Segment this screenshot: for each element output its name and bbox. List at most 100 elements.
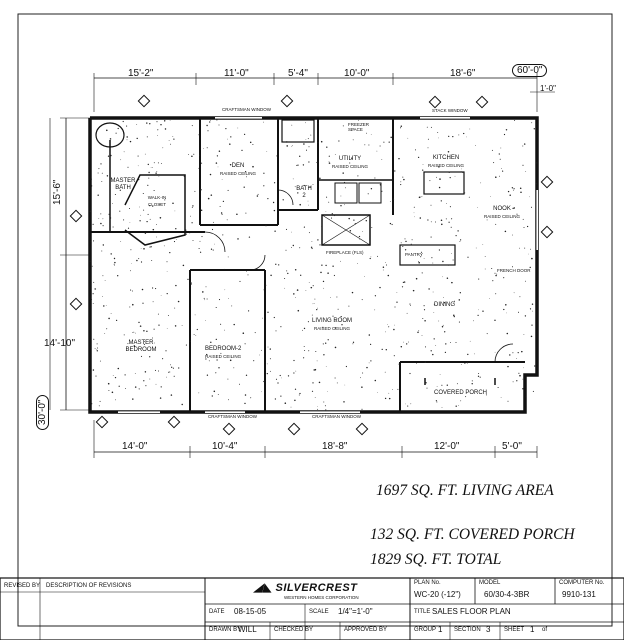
scan-speck — [374, 295, 377, 297]
scan-speck — [216, 119, 218, 121]
scan-speck — [168, 140, 170, 141]
scan-speck — [265, 224, 267, 227]
scan-speck — [169, 120, 171, 122]
scan-speck — [402, 281, 405, 284]
scan-speck — [160, 124, 162, 126]
scan-speck — [159, 203, 161, 205]
scan-speck — [236, 213, 238, 215]
scan-speck — [384, 371, 386, 373]
scan-speck — [511, 266, 514, 268]
scan-speck — [297, 309, 300, 312]
room-utility-name: UTILITY — [338, 156, 362, 162]
scan-speck — [140, 355, 143, 357]
scan-speck — [107, 155, 110, 157]
dim-right-offset: 1'-0" — [540, 84, 556, 93]
scan-speck — [400, 127, 402, 129]
scan-speck — [421, 334, 423, 336]
scan-speck — [362, 231, 364, 232]
scan-speck — [497, 386, 499, 389]
scan-speck — [397, 388, 399, 390]
scan-speck — [210, 194, 213, 196]
room-utility-ceiling: RAISED CEILING — [332, 164, 369, 169]
tb-description-label: DESCRIPTION OF REVISIONS — [46, 583, 132, 589]
scan-speck — [152, 228, 155, 231]
scan-speck — [308, 232, 310, 234]
scan-speck — [492, 280, 494, 282]
scan-speck — [387, 274, 390, 277]
scan-speck — [513, 189, 514, 191]
scan-speck — [134, 372, 136, 374]
scan-speck — [344, 187, 346, 189]
scan-speck — [458, 134, 460, 136]
scan-speck — [218, 150, 221, 152]
scan-speck — [517, 311, 520, 313]
scan-speck — [445, 343, 447, 345]
dim-top-4: 10'-0" — [344, 68, 370, 79]
scan-speck — [261, 391, 262, 393]
scan-speck — [513, 188, 515, 190]
scan-speck — [498, 175, 500, 177]
scan-speck — [456, 383, 458, 385]
scan-speck — [358, 119, 359, 121]
scan-speck — [490, 196, 491, 198]
scan-speck — [458, 321, 460, 323]
scan-speck — [491, 149, 493, 151]
scan-speck — [465, 396, 467, 398]
scan-speck — [448, 221, 450, 223]
scan-speck — [249, 141, 252, 144]
scan-speck — [325, 210, 327, 212]
scan-speck — [370, 256, 372, 258]
scan-speck — [381, 158, 383, 160]
scan-speck — [327, 272, 329, 274]
scan-speck — [91, 403, 93, 405]
scan-speck — [344, 384, 346, 386]
scan-speck — [311, 247, 313, 250]
tb-scale-label: SCALE — [309, 609, 329, 615]
scan-speck — [91, 265, 93, 267]
scan-speck — [143, 380, 145, 382]
scan-speck — [460, 171, 462, 173]
label-freezer-space: FREEZER SPACE — [348, 122, 370, 132]
scan-speck — [139, 325, 142, 327]
scan-speck — [403, 281, 406, 283]
scan-speck — [205, 319, 206, 321]
scan-speck — [359, 238, 360, 240]
scan-speck — [446, 384, 448, 386]
scan-speck — [169, 371, 171, 373]
scan-speck — [282, 199, 284, 201]
scan-speck — [143, 248, 145, 250]
scan-speck — [420, 196, 422, 198]
scan-speck — [300, 274, 302, 276]
scan-speck — [299, 155, 301, 157]
scan-speck — [205, 358, 207, 360]
scan-speck — [451, 281, 453, 284]
scan-speck — [458, 299, 461, 301]
scan-speck — [385, 262, 386, 263]
scan-speck — [349, 162, 351, 164]
scan-speck — [187, 278, 189, 281]
scan-speck — [489, 297, 490, 299]
scan-speck — [102, 218, 104, 220]
scan-speck — [275, 378, 278, 380]
scan-speck — [388, 141, 390, 143]
scan-speck — [414, 149, 417, 151]
scan-speck — [263, 185, 265, 187]
scan-speck — [323, 401, 325, 403]
scan-speck — [343, 401, 345, 403]
scan-speck — [427, 219, 429, 221]
label-craftsman-window-living: CRAFTSMAN WINDOW — [312, 414, 361, 419]
scan-speck — [144, 371, 147, 373]
scan-speck — [440, 219, 443, 222]
scan-speck — [320, 271, 322, 274]
scan-speck — [201, 236, 203, 238]
scan-speck — [99, 400, 101, 402]
scan-speck — [353, 219, 355, 221]
scan-speck — [98, 405, 100, 407]
scan-speck — [121, 183, 123, 185]
scan-speck — [311, 390, 314, 392]
scan-speck — [143, 329, 145, 332]
scan-speck — [227, 189, 229, 191]
scan-speck — [241, 149, 243, 152]
scan-speck — [406, 312, 408, 314]
scan-speck — [436, 386, 438, 387]
